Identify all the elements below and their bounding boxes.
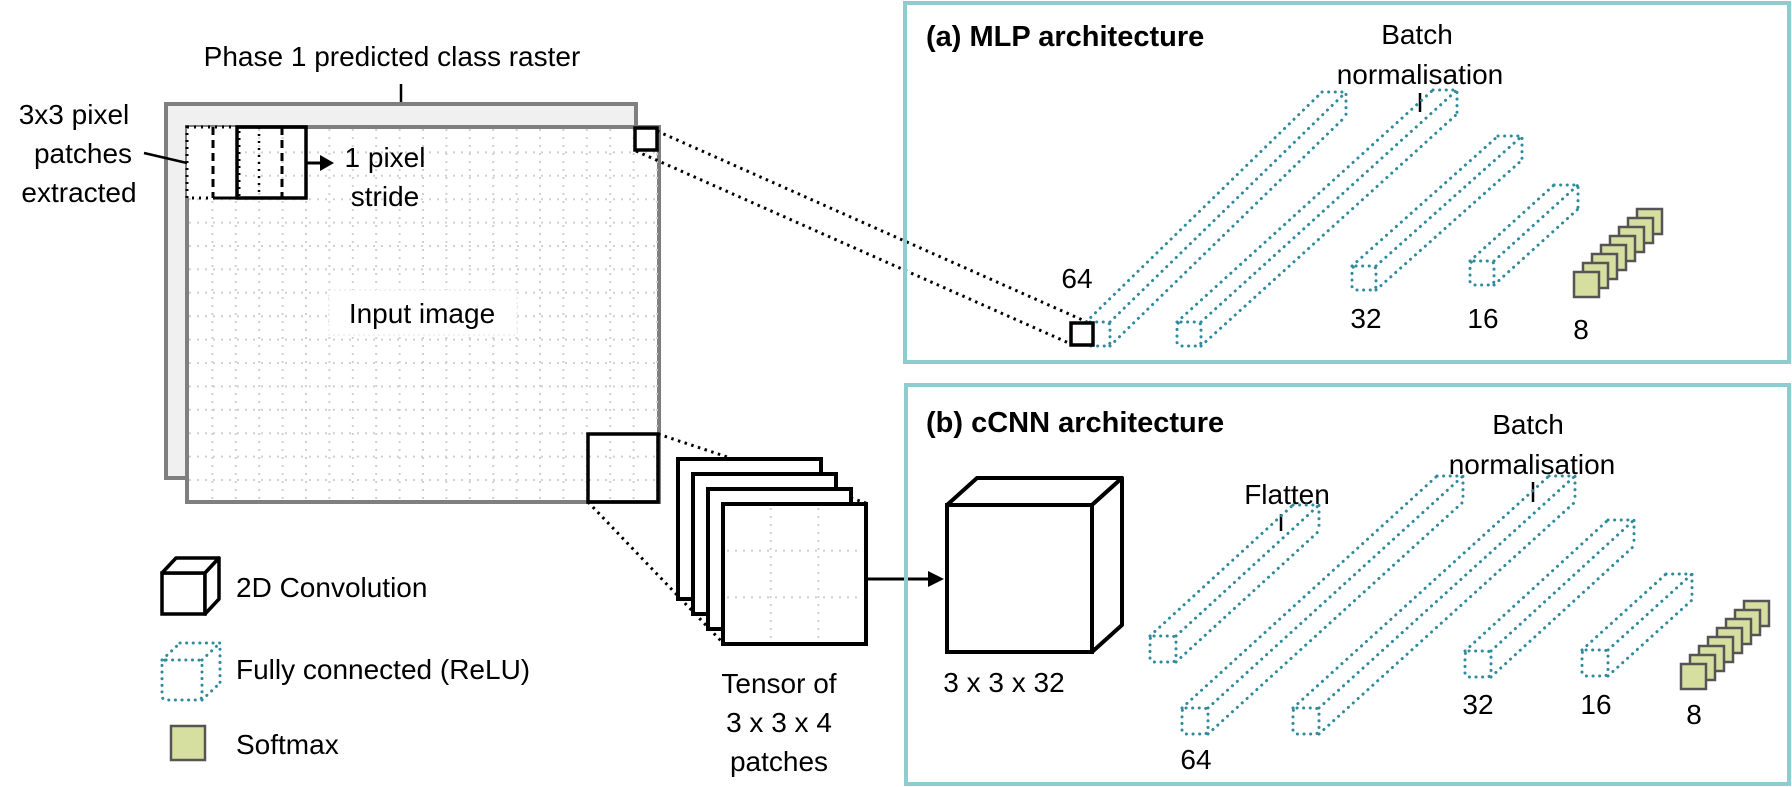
ccnn-layer-label-64: 64 (1180, 744, 1211, 775)
ccnn-fc-layer-bn (1291, 474, 1577, 736)
patch-label-line3: extracted (21, 177, 136, 208)
legend-label-fc: Fully connected (ReLU) (236, 654, 530, 685)
tensor-projection-line-bottom (586, 500, 725, 645)
patch-label-leader (143, 151, 188, 165)
mlp-projection-line-top (656, 129, 1088, 324)
tensor-to-conv-arrow-icon (928, 571, 944, 587)
patch-label-line2: patches (34, 138, 132, 169)
legend-fc-prism (160, 641, 222, 702)
ccnn-batchnorm-line1: Batch (1492, 409, 1564, 440)
ccnn-title: (b) cCNN architecture (926, 407, 1224, 439)
tensor-label-line1: Tensor of (721, 668, 836, 699)
tensor-of-patches (676, 457, 868, 646)
input-image-label-box (328, 289, 518, 336)
mlp-layer-label-16: 16 (1467, 303, 1498, 334)
mlp-projection-line-bottom (635, 149, 1072, 346)
cube-icon (160, 556, 221, 616)
mlp-layers (1084, 88, 1664, 348)
ccnn-layer-label-32: 32 (1462, 689, 1493, 720)
mlp-softmax-layer-8 (1572, 207, 1664, 299)
tensor-label-line2: 3 x 3 x 4 (726, 707, 832, 738)
mlp-fc-layer-64 (1084, 90, 1348, 348)
ccnn-batchnorm-line2: normalisation (1449, 449, 1616, 480)
conv-label: 3 x 3 x 32 (943, 667, 1064, 698)
ccnn-layer-label-16: 16 (1580, 689, 1611, 720)
patch-label-line1: 3x3 pixel (19, 99, 130, 130)
stride-arrow-icon (320, 155, 334, 171)
ccnn-flatten-layer (1148, 503, 1321, 664)
ccnn-layers (1148, 474, 1771, 736)
legend-label-softmax: Softmax (236, 729, 339, 760)
patch-outline-dotted (185, 125, 241, 200)
mlp-batchnorm-line2: normalisation (1337, 59, 1504, 90)
mlp-fc-layer-32 (1350, 134, 1524, 292)
ccnn-softmax-layer-8 (1679, 599, 1771, 691)
legend-label-conv: 2D Convolution (236, 572, 427, 603)
raster-label: Phase 1 predicted class raster (204, 41, 581, 72)
patch-square (586, 432, 660, 504)
mlp-input-pixel (1069, 321, 1095, 347)
ccnn-fc-layer-16 (1580, 572, 1694, 678)
softmax-unit (1679, 662, 1708, 691)
mlp-title: (a) MLP architecture (926, 21, 1204, 53)
ccnn-fc-layer-32 (1463, 518, 1636, 679)
tensor-label-line3: patches (730, 746, 828, 777)
ccnn-layer-label-8: 8 (1686, 699, 1702, 730)
flatten-label: Flatten (1244, 479, 1330, 510)
softmax-unit (1572, 270, 1601, 299)
conv-cube (945, 476, 1124, 654)
tensor-sheet (721, 502, 868, 646)
ccnn-fc-layer-64 (1180, 474, 1465, 736)
dotted-cube-icon (160, 641, 222, 702)
mlp-fc-layer-16 (1468, 183, 1580, 287)
ccnn-panel (904, 383, 1791, 786)
input-image-label: Input image (349, 298, 495, 329)
mlp-panel (903, 1, 1791, 364)
mlp-batchnorm-line1: Batch (1381, 19, 1453, 50)
mlp-layer-label-8: 8 (1573, 314, 1589, 345)
mlp-layer-label-32: 32 (1350, 303, 1381, 334)
stride-label-line1: 1 pixel (345, 142, 426, 173)
stride-label-line2: stride (351, 181, 419, 212)
mlp-fc-layer-bn (1175, 88, 1459, 348)
legend: 2D Convolution Fully connected (ReLU) So… (160, 556, 530, 762)
softmax-square-icon (169, 724, 207, 762)
mlp-layer-label-64: 64 (1061, 263, 1092, 294)
pixel-square (633, 126, 659, 152)
